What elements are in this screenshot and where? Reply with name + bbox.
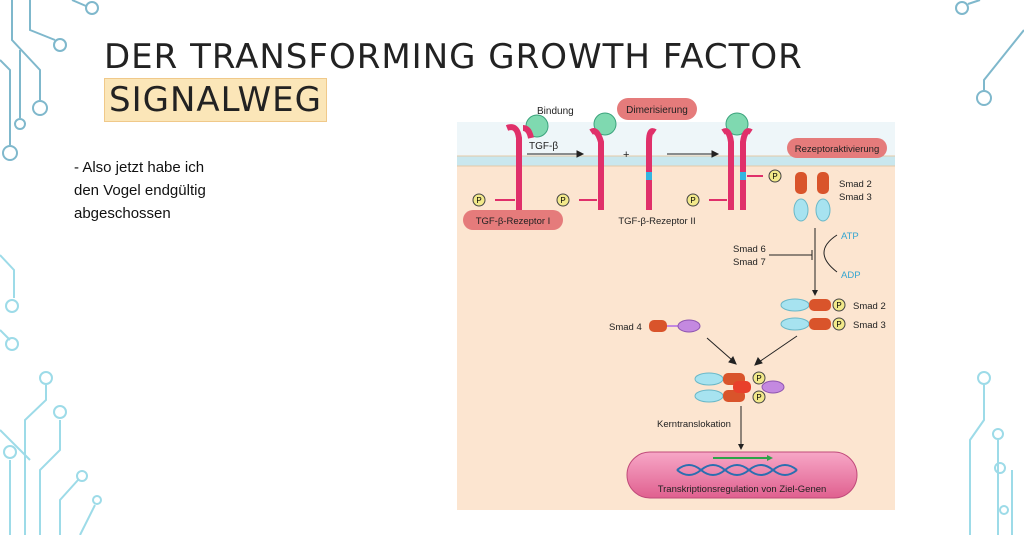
receptor-pair-middle: P — [556, 112, 657, 210]
label-rezeptor-1-text: TGF-β-Rezeptor I — [476, 216, 551, 227]
label-rezeptoraktivierung-text: Rezeptoraktivierung — [795, 144, 880, 155]
label-tgf-beta: TGF-β — [529, 141, 558, 152]
dna-helix-icon — [676, 464, 798, 476]
svg-text:P: P — [690, 196, 695, 205]
circuit-decoration-left — [0, 0, 102, 535]
smad4-protein — [649, 319, 701, 333]
label-rezeptor-1: TGF-β-Rezeptor I — [463, 210, 563, 230]
cell-membrane — [457, 156, 895, 166]
label-smad2: Smad 2 — [839, 179, 872, 190]
svg-text:P: P — [772, 172, 777, 181]
receptor-complex-activated: P P — [686, 112, 782, 210]
svg-text:P: P — [476, 196, 481, 205]
nucleus: Transkriptionsregulation von Ziel-Genen — [626, 451, 858, 499]
svg-text:P: P — [836, 320, 841, 329]
svg-text:P: P — [560, 196, 565, 205]
label-smad6: Smad 6 — [733, 244, 766, 255]
smad2-phosphorylated: P — [780, 298, 846, 312]
tgf-beta-pathway-diagram: Bindung Dimerisierung TGF-β + Rezeptorak… — [457, 92, 895, 510]
slide-title-line1: DER TRANSFORMING GROWTH FACTOR — [104, 37, 803, 77]
label-smad4: Smad 4 — [609, 322, 642, 333]
circuit-decoration-right — [955, 0, 1024, 535]
label-smad3: Smad 3 — [839, 192, 872, 203]
smad3-phosphorylated: P — [780, 317, 846, 331]
slide-title-highlight: SIGNALWEG — [104, 78, 327, 122]
label-smad7: Smad 7 — [733, 257, 766, 268]
slide-title: DER TRANSFORMING GROWTH FACTOR SIGNALWEG — [104, 36, 803, 122]
label-dimerisierung: Dimerisierung — [617, 98, 697, 120]
svg-text:P: P — [836, 301, 841, 310]
plus-sign: + — [623, 149, 629, 161]
svg-text:P: P — [756, 374, 761, 383]
label-dimerisierung-text: Dimerisierung — [626, 105, 688, 116]
label-smad2-p: Smad 2 — [853, 301, 886, 312]
label-kerntranslokation: Kerntranslokation — [657, 419, 731, 430]
label-bindung: Bindung — [537, 106, 574, 117]
svg-text:P: P — [756, 393, 761, 402]
phosphate-icon — [472, 193, 486, 207]
label-rezeptoraktivierung: Rezeptoraktivierung — [787, 138, 887, 158]
smad-complex: P P — [694, 371, 785, 404]
label-smad3-p: Smad 3 — [853, 320, 886, 331]
label-atp: ATP — [841, 231, 859, 242]
label-adp: ADP — [841, 270, 861, 281]
receptor-tgf-beta-r1-left: P — [472, 114, 549, 210]
bullet-text: - Also jetzt habe ich den Vogel endgülti… — [74, 159, 206, 222]
label-transkription: Transkriptionsregulation von Ziel-Genen — [658, 484, 827, 495]
label-rezeptor-2: TGF-β-Rezeptor II — [618, 216, 695, 227]
smad2-smad3-inactive — [793, 172, 831, 222]
